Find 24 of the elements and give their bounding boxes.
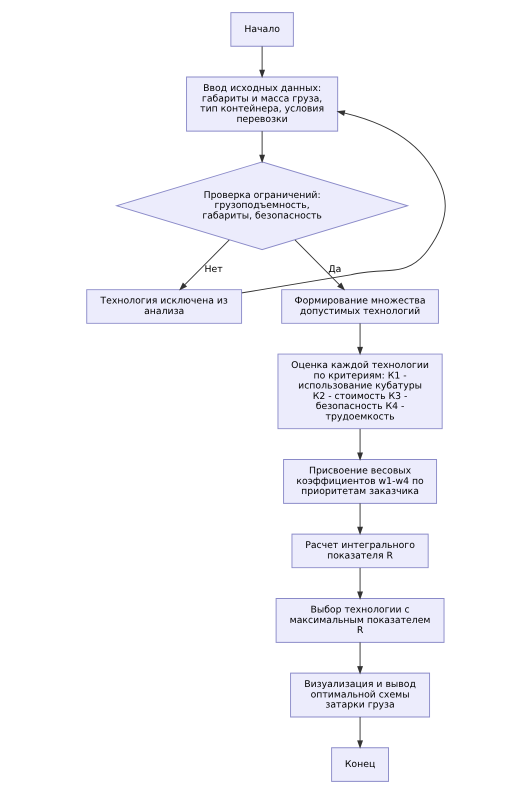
arrow	[357, 716, 364, 749]
edge-label: Нет	[204, 264, 223, 275]
arrow	[357, 502, 364, 536]
node-box: Ввод исходных данных: габариты и масса груза, тип контейнера, условия перевозки	[186, 76, 338, 132]
arrow	[179, 239, 230, 290]
node-box: Расчет интегрального показателя R	[292, 534, 429, 568]
node-box: Оценка каждой технологии по критериям: К1 - использование кубатуры К2 - стоимость К3 - безопасность К4 - трудоемкость	[278, 354, 443, 430]
node-diamond: Проверка ограничений: грузоподъемность, габариты, безопасность	[114, 161, 410, 250]
arrow	[357, 642, 364, 675]
node-box: Начало	[230, 12, 294, 47]
arrow	[259, 46, 266, 78]
node-box: Визуализация и вывод оптимальной схемы затарки груза	[290, 672, 430, 718]
edge-label: Да	[328, 264, 342, 275]
arrow	[241, 110, 446, 294]
arrow	[294, 239, 346, 290]
node-box: Формирование множества допустимых технологий	[281, 289, 439, 324]
node-box: Присвоение весовых коэффициентов w1-w4 по приоритетам заказчика	[283, 459, 438, 504]
node-box: Технология исключена из анализа	[86, 289, 242, 324]
arrow	[357, 428, 364, 461]
node-box: Конец	[331, 747, 389, 782]
node-box: Выбор технологии с максимальным показателем R	[276, 598, 444, 643]
arrow	[357, 567, 364, 600]
arrow	[357, 322, 364, 356]
arrow	[259, 130, 266, 164]
